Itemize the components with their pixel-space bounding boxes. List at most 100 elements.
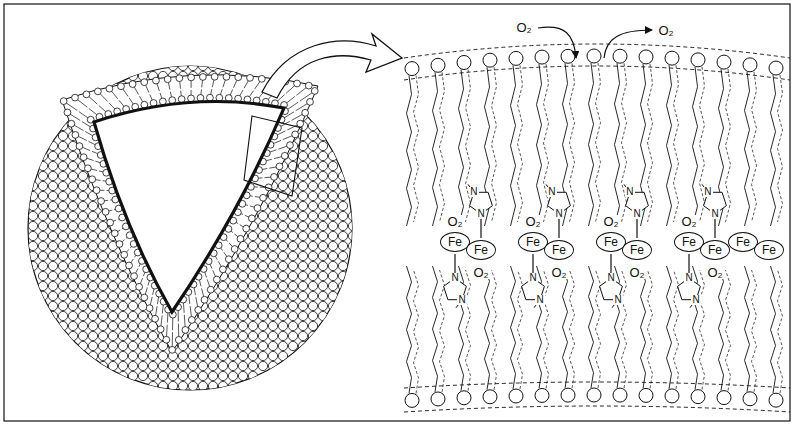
- head-group: [258, 301, 267, 310]
- head-group: [28, 231, 37, 240]
- head-group: [228, 321, 237, 330]
- lipid-tail: [191, 80, 192, 87]
- head-group: [228, 371, 237, 380]
- lipid-tail: [518, 65, 523, 222]
- head-group: [338, 201, 347, 210]
- lipid-tail: [202, 288, 204, 297]
- head-group: [48, 161, 57, 170]
- lipid-tail: [700, 67, 705, 222]
- head-group: [288, 261, 297, 270]
- lipid-tail: [485, 266, 490, 390]
- head-group: [288, 231, 297, 240]
- head-group: [138, 371, 147, 380]
- lipid-tail: [752, 270, 757, 392]
- head-group: [219, 266, 226, 273]
- head-group: [288, 251, 297, 260]
- head-group: [98, 341, 107, 350]
- head-group: [278, 321, 287, 330]
- head-group: [118, 83, 125, 90]
- head-group: [276, 163, 283, 170]
- head-group: [288, 211, 297, 220]
- head-group: [769, 393, 783, 407]
- head-group: [28, 221, 37, 230]
- oxygen-label: O₂: [706, 266, 723, 279]
- head-group: [213, 276, 220, 283]
- head-group: [118, 331, 127, 340]
- head-group: [78, 281, 87, 290]
- nitrogen-label: N: [613, 295, 622, 305]
- head-group: [78, 241, 87, 250]
- lipid-tail: [726, 270, 731, 391]
- head-group: [211, 73, 218, 80]
- head-group: [238, 301, 247, 310]
- head-group: [94, 88, 101, 95]
- lipid-tail: [150, 297, 152, 305]
- lipid-tail: [596, 63, 601, 222]
- head-group: [298, 281, 307, 290]
- head-group: [248, 261, 257, 270]
- head-group: [88, 251, 97, 260]
- lipid-tail: [172, 332, 173, 347]
- lipid-tail: [745, 72, 750, 226]
- nitrogen-label: N: [476, 209, 485, 219]
- head-group: [207, 286, 214, 293]
- head-group: [218, 321, 227, 330]
- head-group: [308, 141, 317, 150]
- head-group: [587, 49, 601, 63]
- head-group: [58, 181, 67, 190]
- iron-label: Fe: [526, 236, 540, 248]
- head-group: [298, 331, 307, 340]
- head-group: [288, 321, 297, 330]
- head-group: [298, 201, 307, 210]
- head-group: [138, 321, 147, 330]
- head-group: [68, 151, 77, 160]
- head-group: [297, 120, 304, 127]
- liposome: [28, 61, 358, 390]
- head-group: [483, 390, 497, 404]
- lipid-tail: [641, 266, 646, 388]
- head-group: [268, 351, 277, 360]
- head-group: [288, 311, 297, 320]
- head-group: [278, 171, 287, 180]
- head-group: [328, 201, 337, 210]
- lipid-tail: [207, 279, 210, 287]
- head-group: [258, 241, 267, 250]
- head-group: [328, 231, 337, 240]
- head-group: [278, 211, 287, 220]
- head-group: [318, 171, 327, 180]
- lipid-tail: [212, 80, 214, 88]
- head-group: [148, 331, 157, 340]
- head-group: [78, 301, 87, 310]
- head-group: [98, 351, 107, 360]
- head-group: [68, 201, 77, 210]
- head-group: [188, 317, 195, 324]
- head-group: [248, 281, 257, 290]
- head-group: [258, 321, 267, 330]
- head-group: [405, 62, 419, 76]
- head-group: [268, 231, 277, 240]
- head-group: [118, 291, 127, 300]
- iron-label: Fe: [682, 236, 696, 248]
- head-group: [243, 225, 250, 232]
- head-group: [188, 371, 197, 380]
- head-group: [639, 388, 653, 402]
- oxygen-label: O₂: [515, 21, 532, 34]
- head-group: [258, 361, 267, 370]
- head-group: [258, 351, 267, 360]
- nitrogen-label: N: [528, 273, 537, 283]
- head-group: [248, 371, 257, 380]
- head-group: [268, 251, 277, 260]
- lipid-tail: [570, 63, 575, 222]
- head-group: [118, 361, 127, 370]
- head-group: [108, 251, 117, 260]
- o2-out-arrow: [604, 30, 652, 58]
- head-group: [288, 291, 297, 300]
- head-group: [208, 371, 217, 380]
- head-group: [83, 91, 90, 98]
- lipid-tail: [111, 91, 117, 99]
- iron-center: Fe: [622, 240, 652, 260]
- head-group: [176, 75, 183, 82]
- head-group: [308, 121, 317, 130]
- lipid-tail: [82, 147, 90, 150]
